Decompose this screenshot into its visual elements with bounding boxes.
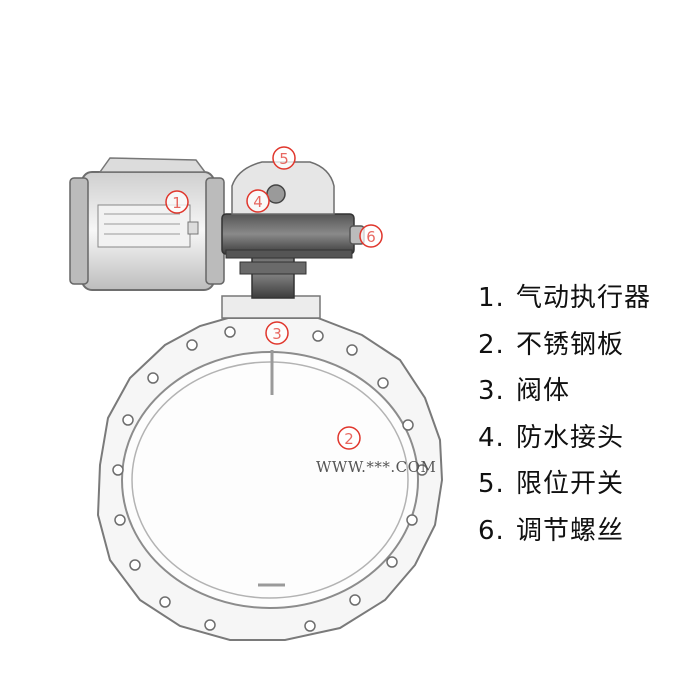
- actuator-end-cap-left: [69, 177, 89, 285]
- bolt-hole: [204, 619, 216, 631]
- legend-number: 1.: [478, 283, 505, 313]
- legend-label: 调节螺丝: [516, 515, 625, 546]
- shaft-collar: [239, 261, 307, 275]
- legend-number: 5.: [478, 469, 505, 499]
- bolt-hole: [114, 514, 126, 526]
- parts-legend: 1. 气动执行器 2. 不锈钢板 3. 阀体 4. 防水接头 5. 限位开关 6. 调节螺丝: [478, 282, 651, 561]
- bolt-hole: [406, 514, 418, 526]
- watermark: WWW.***.COM: [316, 458, 437, 476]
- bracket-plate: [221, 295, 321, 319]
- bolt-hole: [312, 330, 324, 342]
- legend-number: 6.: [478, 515, 505, 546]
- callouts: 1 2 3 4 5 6: [165, 146, 383, 450]
- bolt-hole: [402, 419, 414, 431]
- callout-5-label: 5: [279, 150, 289, 168]
- callout-2-label: 2: [344, 430, 354, 448]
- callout-1-label: 1: [172, 194, 182, 212]
- bolt-hole: [122, 414, 134, 426]
- bolt-hole: [186, 339, 198, 351]
- bolt-hole: [304, 620, 316, 632]
- bolt-hole: [386, 556, 398, 568]
- callout-1: 1: [165, 190, 189, 214]
- actuator-top-block: [98, 157, 207, 173]
- bolt-hole: [112, 464, 124, 476]
- callout-6: 6: [359, 224, 383, 248]
- gear-housing: [221, 161, 365, 259]
- legend-number: 4.: [478, 422, 505, 453]
- legend-label: 防水接头: [516, 422, 625, 453]
- gearbox: [221, 213, 355, 255]
- bolt-hole: [159, 596, 171, 608]
- legend-item: 3. 阀体: [478, 375, 651, 422]
- bolt-hole: [346, 344, 358, 356]
- nameplate-logo: [187, 221, 199, 235]
- bolt-holes: [112, 326, 428, 632]
- stainless-plate: [121, 351, 419, 609]
- legend-item: 4. 防水接头: [478, 422, 651, 469]
- legend-label: 不锈钢板: [516, 329, 625, 360]
- callout-4: 4: [246, 189, 270, 213]
- valve-body: [96, 317, 444, 641]
- legend-item: 1. 气动执行器: [478, 282, 651, 329]
- legend-item: 2. 不锈钢板: [478, 329, 651, 376]
- legend-label: 气动执行器: [516, 283, 652, 313]
- legend-label: 限位开关: [516, 469, 625, 499]
- legend-number: 3.: [478, 376, 505, 406]
- bolt-hole: [349, 594, 361, 606]
- legend-number: 2.: [478, 329, 505, 360]
- mount-bolts: [225, 249, 353, 259]
- pneumatic-actuator: [69, 157, 225, 291]
- callout-3: 3: [265, 321, 289, 345]
- legend-item: 5. 限位开关: [478, 468, 651, 515]
- bolt-hole: [377, 377, 389, 389]
- bolt-hole: [129, 559, 141, 571]
- callout-2: 2: [337, 426, 361, 450]
- bolt-hole: [147, 372, 159, 384]
- bolt-hole: [416, 464, 428, 476]
- callout-4-label: 4: [253, 193, 263, 211]
- callout-6-label: 6: [366, 228, 376, 246]
- bolt-hole: [224, 326, 236, 338]
- legend-label: 阀体: [516, 376, 571, 406]
- callout-5: 5: [272, 146, 296, 170]
- legend-item: 6. 调节螺丝: [478, 515, 651, 562]
- plate-rim: [131, 361, 409, 599]
- callout-3-label: 3: [272, 325, 282, 343]
